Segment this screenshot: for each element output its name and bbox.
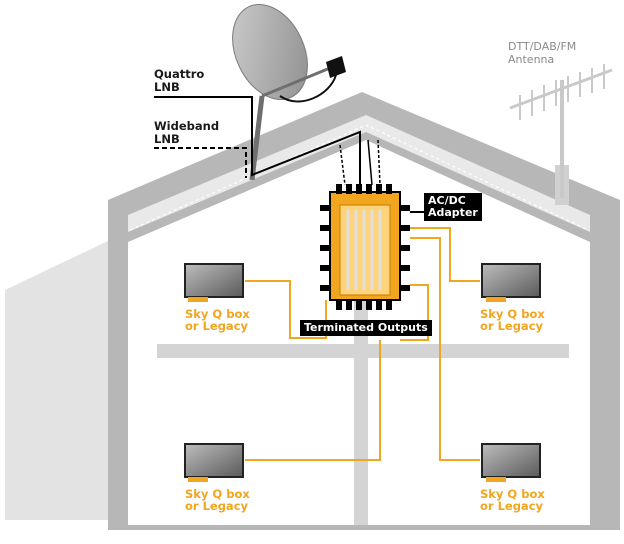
label-adapter: AC/DC Adapter [424,193,482,221]
back-house [5,240,110,520]
label-antenna: DTT/DAB/FM Antenna [508,40,577,66]
multiswitch [320,184,424,310]
tv-bottom-right [481,443,541,482]
tv-bottom-left [184,443,244,482]
center-pillar [354,300,368,525]
lnb-cables [154,96,381,186]
label-room-top-left: Sky Q box or Legacy [185,307,250,333]
label-quattro-lnb: Quattro LNB [154,67,205,94]
label-room-bottom-left: Sky Q box or Legacy [185,487,250,513]
label-terminated-outputs: Terminated Outputs [300,320,432,336]
tv-top-left [184,263,244,302]
label-room-top-right: Sky Q box or Legacy [480,307,545,333]
antenna-icon [509,64,613,198]
label-wideband-lnb: Wideband LNB [154,119,220,146]
roof-dash-line [129,124,589,231]
satellite-dish-icon [232,3,346,181]
tv-top-right [481,263,541,302]
label-room-bottom-right: Sky Q box or Legacy [480,487,545,513]
